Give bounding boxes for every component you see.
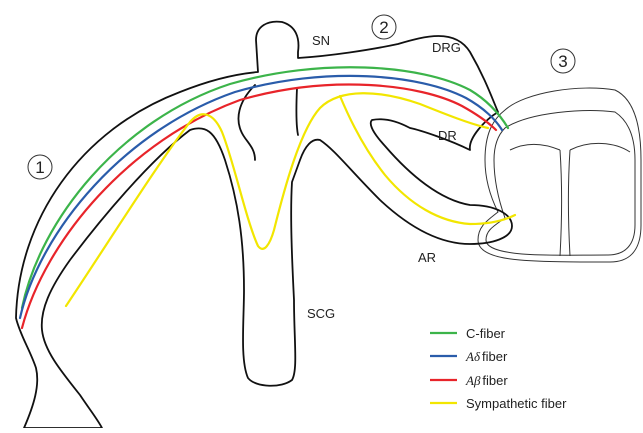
label-dr: DR bbox=[438, 128, 457, 143]
legend-item-sympathetic-fiber: Sympathetic fiber bbox=[430, 396, 567, 411]
marker-3: 3 bbox=[551, 49, 575, 73]
a-delta-fiber-path bbox=[20, 76, 502, 318]
marker-1-text: 1 bbox=[35, 158, 44, 177]
a-beta-fiber-path bbox=[22, 85, 496, 328]
marker-1: 1 bbox=[28, 155, 52, 179]
marker-3-text: 3 bbox=[558, 52, 567, 71]
marker-2-text: 2 bbox=[379, 18, 388, 37]
marker-2: 2 bbox=[372, 15, 396, 39]
legend-item-c-fiber: C-fiber bbox=[430, 326, 506, 341]
legend-label-c: C-fiber bbox=[466, 326, 506, 341]
label-sn: SN bbox=[312, 33, 330, 48]
nerve-outline bbox=[16, 22, 512, 428]
label-ar: AR bbox=[418, 250, 436, 265]
label-scg: SCG bbox=[307, 306, 335, 321]
label-drg: DRG bbox=[432, 40, 461, 55]
spinal-cord bbox=[478, 88, 641, 262]
sn-lobe-outline bbox=[238, 85, 298, 160]
c-fiber-path bbox=[22, 67, 508, 308]
legend-label-sympathetic: Sympathetic fiber bbox=[466, 396, 567, 411]
fiber-group bbox=[20, 67, 515, 328]
